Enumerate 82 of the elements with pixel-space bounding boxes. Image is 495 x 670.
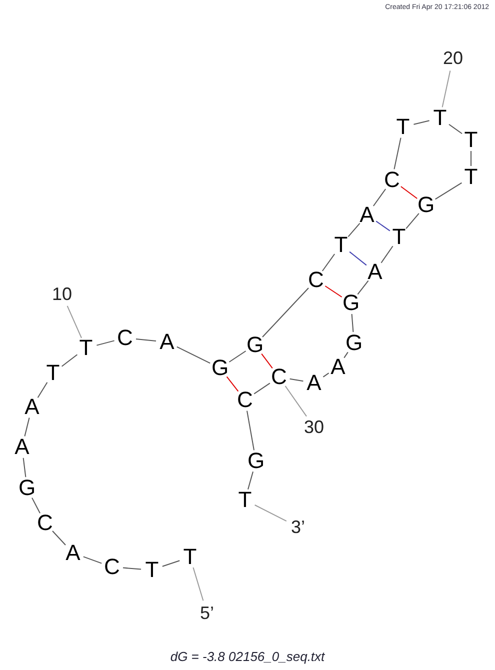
nucleotide-letter: G xyxy=(417,194,435,216)
backbone-line xyxy=(413,120,430,125)
backbone-line xyxy=(22,457,26,478)
nucleotide-letter: C xyxy=(37,512,53,534)
nucleotide-letter: A xyxy=(330,356,346,378)
position-label: 5’ xyxy=(200,604,214,622)
nucleotide-letter: C xyxy=(237,389,253,411)
base-pair-line xyxy=(349,251,367,266)
backbone-line xyxy=(136,338,156,342)
leader-line xyxy=(254,504,287,522)
backbone-line xyxy=(357,280,369,295)
backbone-line xyxy=(176,346,211,364)
backbone-line xyxy=(262,288,309,338)
backbone-line xyxy=(24,417,30,437)
backbone-line xyxy=(37,382,48,398)
nucleotide-letter: C xyxy=(271,366,287,388)
backbone-line xyxy=(246,410,254,451)
nucleotide-letter: T xyxy=(392,226,406,248)
backbone-line xyxy=(122,567,142,570)
backbone-line xyxy=(228,350,246,362)
backbone-line xyxy=(322,254,336,272)
base-pair-line xyxy=(324,286,342,298)
nucleotide-letter: A xyxy=(360,204,374,226)
nucleotide-letter: A xyxy=(14,436,30,458)
nucleotide-letter: G xyxy=(18,477,36,499)
base-pair-line xyxy=(226,376,239,392)
leader-line xyxy=(442,70,451,108)
position-label: 20 xyxy=(442,49,464,67)
nucleotide-letter: T xyxy=(183,546,197,568)
backbone-line xyxy=(52,530,66,546)
nucleotide-letter: C xyxy=(308,269,324,291)
backbone-line xyxy=(448,124,462,134)
position-label: 30 xyxy=(304,418,324,436)
base-pair-line xyxy=(376,220,390,232)
base-pair-line xyxy=(261,353,273,369)
backbone-line xyxy=(248,471,254,490)
leader-line xyxy=(284,386,307,417)
backbone-line xyxy=(394,137,402,170)
leader-line xyxy=(66,305,82,338)
nucleotide-letter: T xyxy=(433,107,447,129)
backbone-line xyxy=(348,222,360,238)
nucleotide-letter: G xyxy=(246,334,264,356)
nucleotide-letter: C xyxy=(104,556,120,578)
backbone-line xyxy=(162,560,180,567)
nucleotide-letter: T xyxy=(396,116,410,138)
nucleotide-letter: C xyxy=(117,327,133,349)
backbone-line xyxy=(406,212,420,230)
leader-line xyxy=(192,567,204,602)
backbone-line xyxy=(351,314,354,332)
backbone-line xyxy=(61,354,78,367)
nucleotide-letter: T xyxy=(79,337,93,359)
backbone-line xyxy=(96,340,115,346)
nucleotide-letter: A xyxy=(160,331,174,353)
nucleotide-letter: T xyxy=(464,166,478,188)
backbone-line xyxy=(254,382,270,394)
nucleotide-letter: G xyxy=(342,292,360,314)
nucleotide-letter: T xyxy=(46,362,60,384)
base-pair-line xyxy=(400,186,418,199)
nucleotide-letter: G xyxy=(211,357,229,379)
backbone-line xyxy=(32,497,40,514)
position-label: 10 xyxy=(52,285,72,303)
nucleotide-letter: A xyxy=(306,372,322,394)
nucleotide-letter: T xyxy=(334,234,348,256)
nucleotide-letter: T xyxy=(145,559,159,581)
nucleotide-letter: C xyxy=(384,169,400,191)
position-label: 3’ xyxy=(291,518,305,536)
nucleotide-letter: G xyxy=(345,332,363,354)
backbone-line xyxy=(322,372,330,378)
backbone-line xyxy=(434,182,462,200)
backbone-line xyxy=(344,352,348,358)
backbone-line xyxy=(372,188,386,206)
nucleotide-letter: G xyxy=(247,450,265,472)
backbone-line xyxy=(82,556,102,564)
nucleotide-letter: A xyxy=(24,396,40,418)
backbone-line xyxy=(289,378,304,382)
nucleotide-letter: A xyxy=(368,261,382,283)
nucleotide-letter: A xyxy=(66,542,80,564)
backbone-line xyxy=(380,246,394,264)
nucleotide-letter: T xyxy=(238,489,252,511)
nucleotide-letter: T xyxy=(464,129,478,151)
backbone-line xyxy=(470,150,472,166)
caption: dG = -3.8 02156_0_seq.txt xyxy=(170,649,325,664)
